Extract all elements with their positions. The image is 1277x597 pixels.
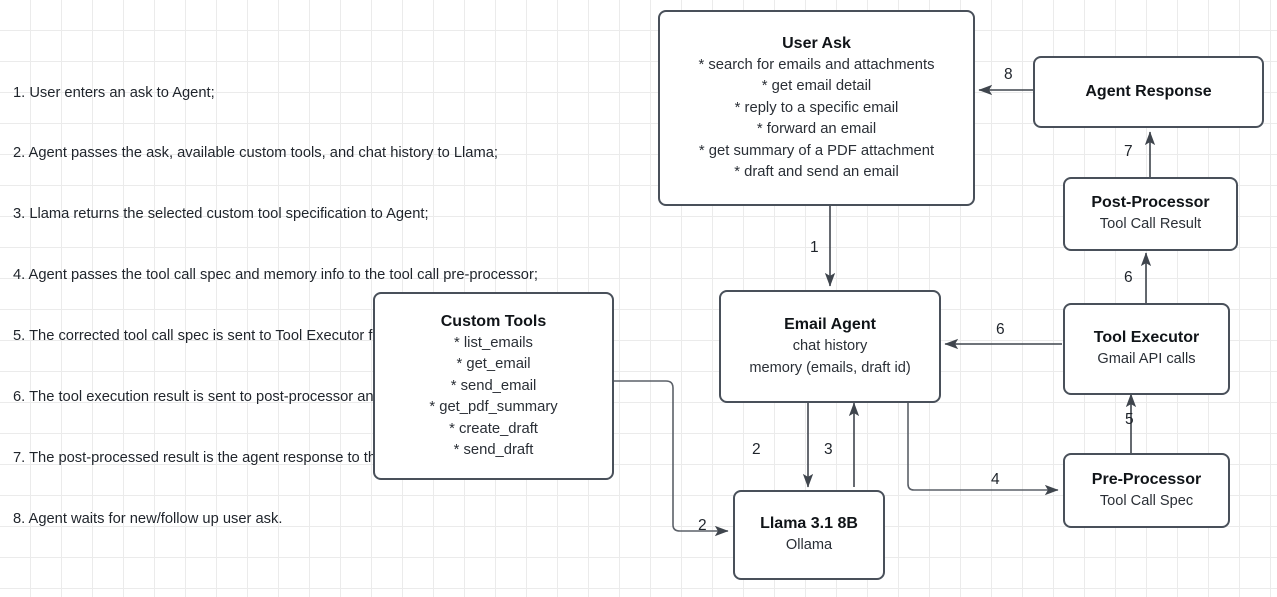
node-llama-title: Llama 3.1 8B xyxy=(760,515,858,533)
node-user-ask-bullet-6: * draft and send an email xyxy=(734,164,899,180)
edge-label-7: 7 xyxy=(1124,143,1133,160)
node-user-ask-title: User Ask xyxy=(782,34,851,52)
node-custom-tools-item-1: * list_emails xyxy=(454,334,533,351)
node-custom-tools-item-2: * get_email xyxy=(456,356,531,372)
node-custom-tools-item-3: * send_email xyxy=(450,377,537,394)
edge-label-5: 5 xyxy=(1125,411,1134,428)
edge-4-email-agent-to-pre-processor xyxy=(907,403,1059,496)
edge-label-4: 4 xyxy=(991,471,1000,488)
node-agent-response-title: Agent Response xyxy=(1085,83,1212,100)
node-user-ask-bullet-1: * search for emails and attachments xyxy=(698,56,935,73)
node-pre-processor[interactable]: Pre-Processor Tool Call Spec xyxy=(1063,453,1230,528)
edge-label-6-agent: 6 xyxy=(996,321,1005,338)
node-user-ask-bullet-5: * get summary of a PDF attachment xyxy=(698,142,935,159)
node-post-processor-title: Post-Processor xyxy=(1091,194,1210,212)
edge-label-3: 3 xyxy=(824,441,833,458)
node-llama[interactable]: Llama 3.1 8B Ollama xyxy=(733,490,885,580)
node-email-agent-chat-history: chat history xyxy=(792,338,868,354)
node-user-ask[interactable]: User Ask * search for emails and attachm… xyxy=(658,10,975,206)
node-tool-executor-title: Tool Executor xyxy=(1093,329,1200,347)
node-llama-subtitle: Ollama xyxy=(785,537,833,554)
node-email-agent-memory: memory (emails, draft id) xyxy=(749,359,911,376)
node-custom-tools[interactable]: Custom Tools * list_emails * get_email *… xyxy=(373,292,614,480)
legend-step-4: 4. Agent passes the tool call spec and m… xyxy=(13,267,538,284)
node-user-ask-bullet-2: * get email detail xyxy=(761,78,872,94)
node-tool-executor-subtitle: Gmail API calls xyxy=(1097,351,1196,368)
node-custom-tools-title: Custom Tools xyxy=(440,312,547,330)
legend-step-3: 3. Llama returns the selected custom too… xyxy=(13,206,429,223)
legend-step-1: 1. User enters an ask to Agent; xyxy=(13,84,215,101)
edge-label-8: 8 xyxy=(1004,66,1013,83)
node-custom-tools-item-5: * create_draft xyxy=(449,420,538,437)
edge-label-2-tools: 2 xyxy=(698,517,707,534)
node-agent-response[interactable]: Agent Response xyxy=(1033,56,1264,128)
node-email-agent-title: Email Agent xyxy=(784,316,876,333)
node-post-processor-subtitle: Tool Call Result xyxy=(1099,216,1202,233)
node-custom-tools-item-4: * get_pdf_summary xyxy=(429,399,558,415)
node-user-ask-bullet-4: * forward an email xyxy=(756,121,877,137)
node-pre-processor-subtitle: Tool Call Spec xyxy=(1099,492,1194,509)
node-custom-tools-item-6: * send_draft xyxy=(453,442,534,458)
edge-label-6-post: 6 xyxy=(1124,269,1133,286)
legend-step-8: 8. Agent waits for new/follow up user as… xyxy=(13,510,283,527)
node-tool-executor[interactable]: Tool Executor Gmail API calls xyxy=(1063,303,1230,395)
edge-label-2-agent: 2 xyxy=(752,441,761,458)
edge-label-1: 1 xyxy=(810,239,819,256)
node-post-processor[interactable]: Post-Processor Tool Call Result xyxy=(1063,177,1238,251)
node-pre-processor-title: Pre-Processor xyxy=(1091,470,1202,488)
node-user-ask-bullet-3: * reply to a specific email xyxy=(734,99,899,116)
legend-step-2: 2. Agent passes the ask, available custo… xyxy=(13,145,498,162)
node-email-agent[interactable]: Email Agent chat history memory (emails,… xyxy=(719,290,941,403)
